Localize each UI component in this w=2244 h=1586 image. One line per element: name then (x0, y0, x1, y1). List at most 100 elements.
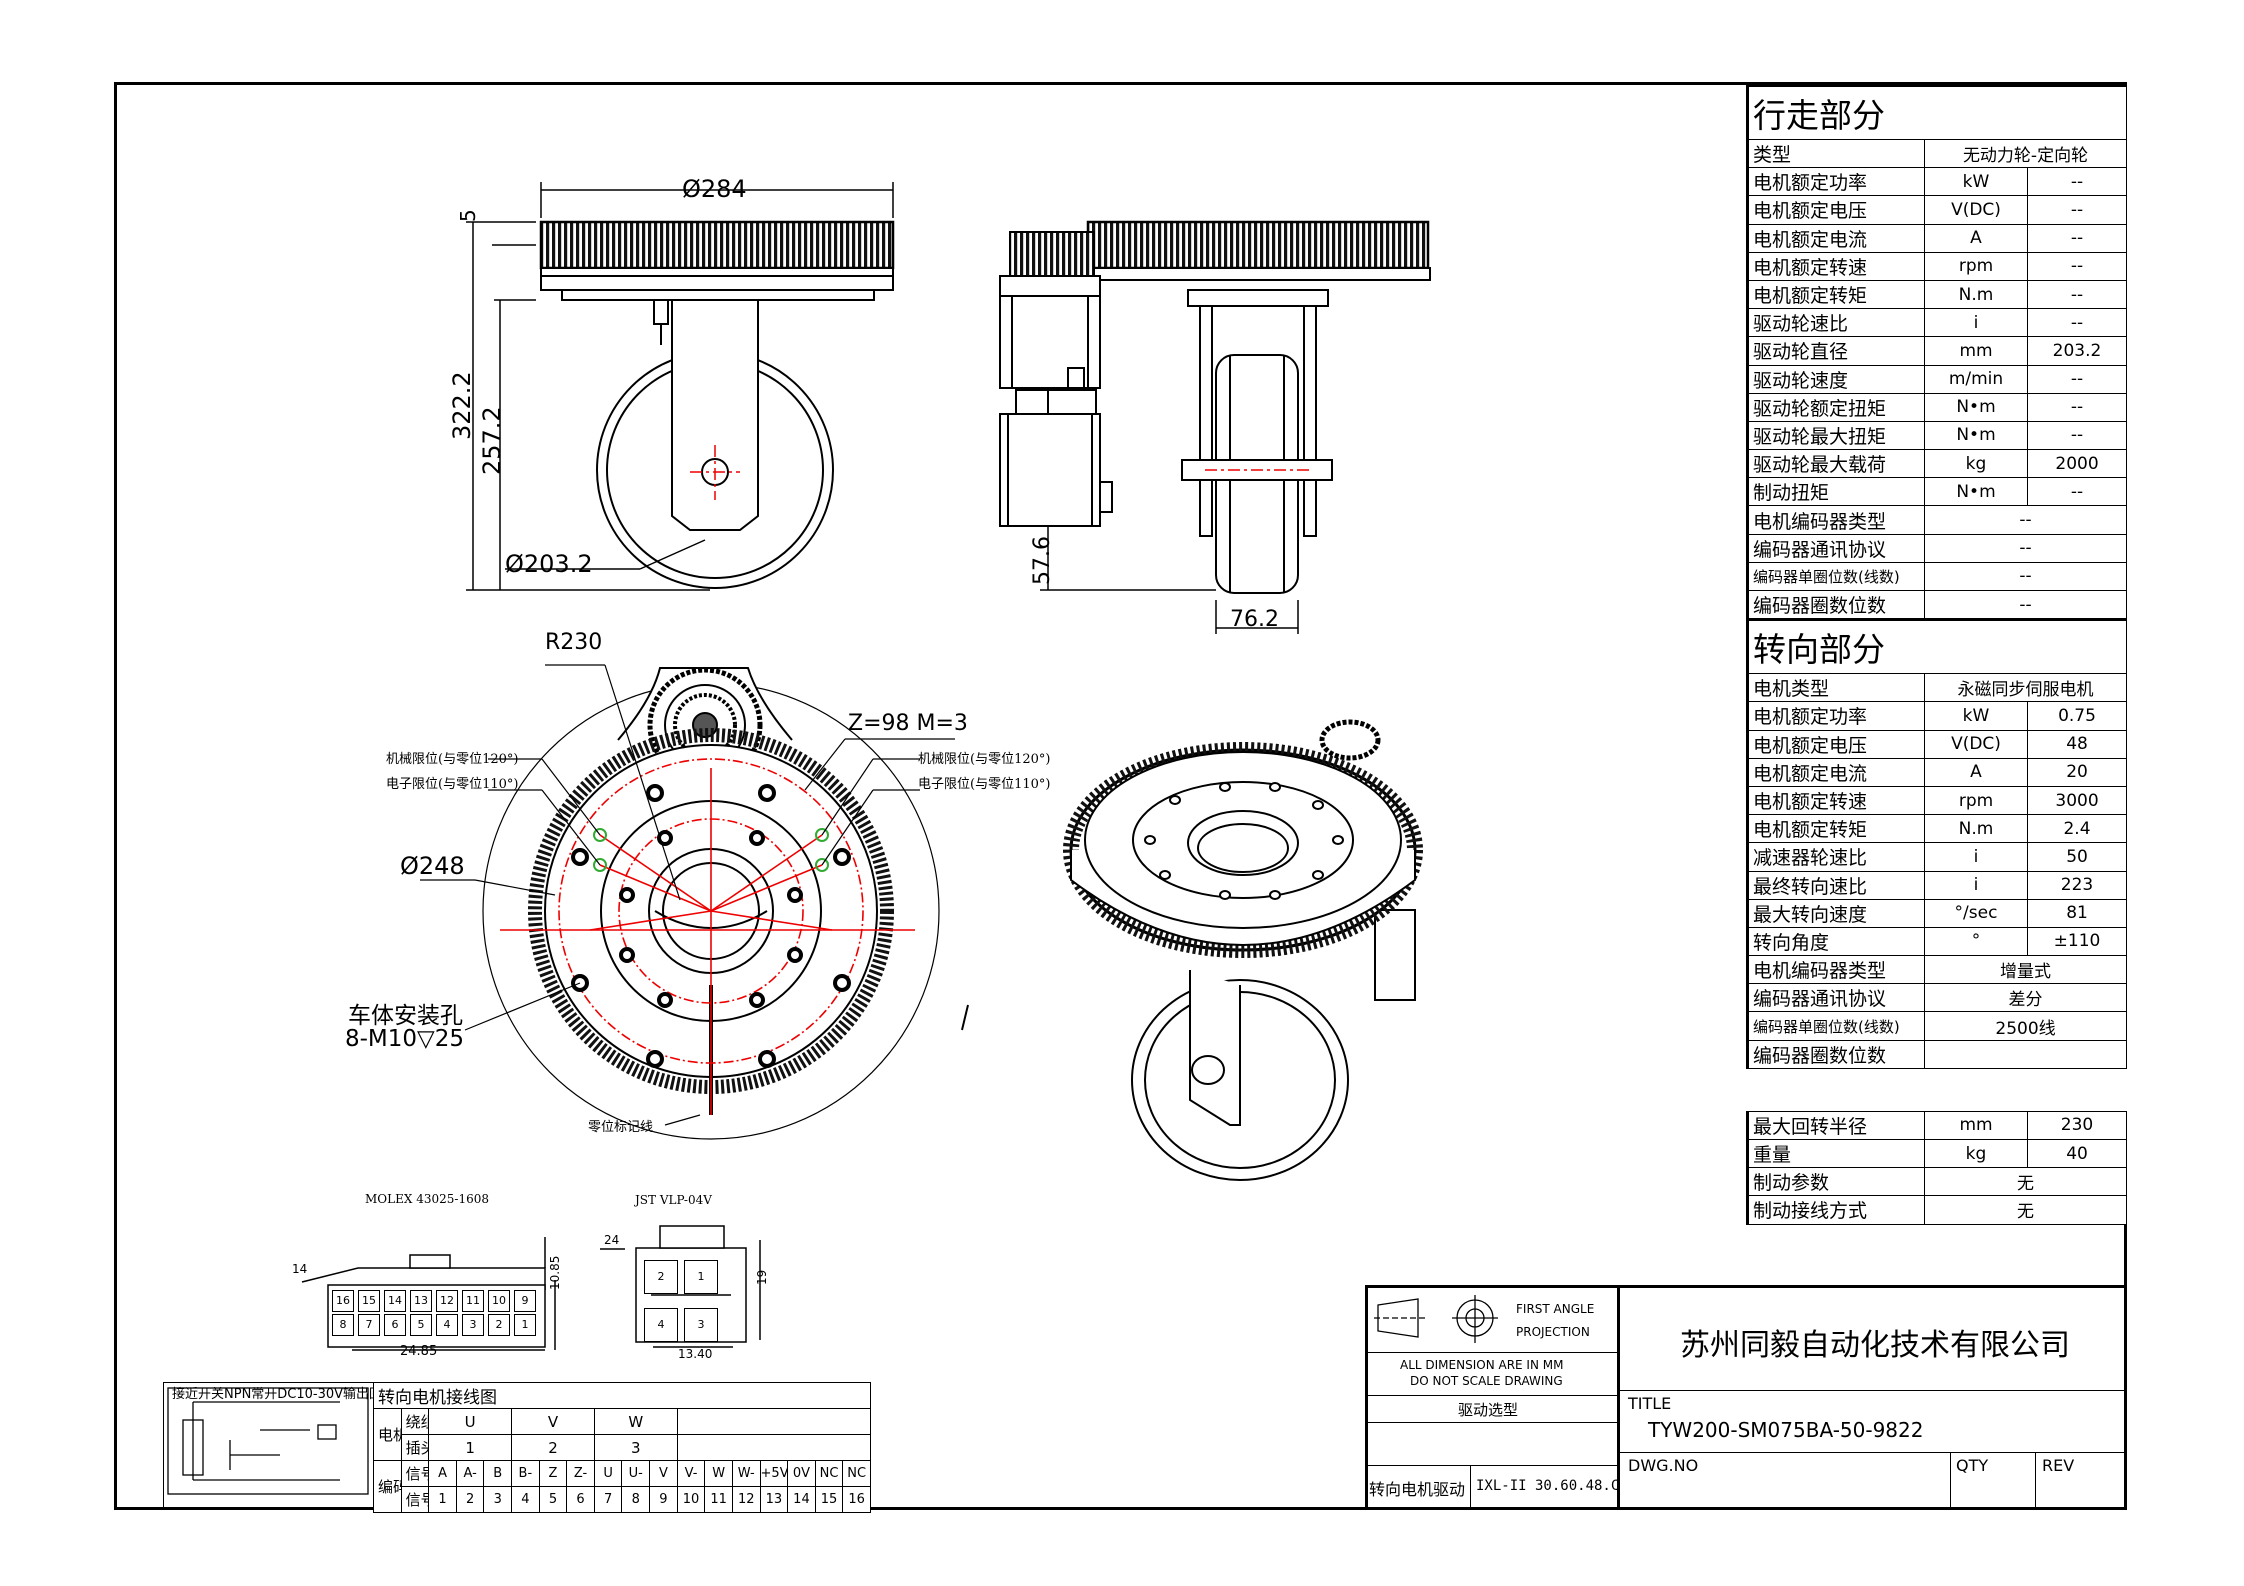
plug-row: 插头编号123 (374, 1434, 872, 1461)
winding-V: V (511, 1408, 595, 1435)
travel-label: 电机额定电流 (1746, 223, 1925, 253)
dim-5: 5 (456, 209, 480, 222)
dwg-label: DWG.NO (1628, 1456, 1699, 1475)
steer-unit: ° (1924, 926, 2028, 957)
steer-value (1923, 1039, 2128, 1069)
travel-value: -- (1923, 589, 2128, 621)
molex-pin: 4 (436, 1314, 458, 1336)
title-label: TITLE (1628, 1394, 1672, 1413)
title-left-panel (1365, 1285, 1620, 1510)
steer-value: 223 (2026, 870, 2128, 900)
steer-value: 48 (2026, 729, 2128, 759)
travel-label: 编码器圈数位数 (1746, 589, 1925, 621)
jst-pin: 4 (644, 1308, 678, 1342)
travel-label: 编码器单圈位数(线数) (1746, 561, 1925, 592)
steer-section: 转向部分 (1745, 618, 2128, 675)
dim-diameter-284: Ø284 (682, 175, 747, 203)
steer-unit: A (1924, 757, 2028, 787)
travel-label: 驱动轮速比 (1746, 308, 1925, 338)
steer-row: 编码器圈数位数 (1746, 1039, 2128, 1069)
signal-pin: Z (538, 1460, 568, 1487)
signal-def-label: 信号公针定义 (400, 1460, 430, 1487)
projection-line2: PROJECTION (1516, 1325, 1590, 1339)
steer-section-title: 转向部分 (1745, 618, 2128, 675)
order-pin: 13 (759, 1486, 789, 1513)
jst-title: JST VLP-04V (635, 1193, 712, 1207)
isometric-view (1063, 719, 1423, 1181)
misc-label: 最大回转半径 (1746, 1110, 1925, 1141)
steer-unit: N.m (1924, 814, 2028, 844)
steer-label: 电机类型 (1746, 673, 1925, 703)
winding-W: W (593, 1408, 678, 1435)
misc-row: 制动接线方式无 (1746, 1195, 2128, 1225)
travel-unit: A (1924, 223, 2028, 253)
signal-pin: W (704, 1460, 733, 1487)
drive-value: IXL-II 30.60.48.C (1476, 1478, 1620, 1494)
travel-label: 驱动轮最大扭矩 (1746, 420, 1925, 451)
steer-label: 电机编码器类型 (1746, 955, 1925, 985)
mech-limit-left: 机械限位(与零位120°) (386, 752, 519, 767)
molex-pin: 11 (462, 1290, 484, 1312)
order-pin: 14 (787, 1486, 816, 1513)
molex-pin: 16 (332, 1290, 354, 1312)
motor-body (999, 413, 1101, 527)
order-pin: 10 (676, 1486, 706, 1513)
travel-label: 类型 (1746, 138, 1925, 169)
travel-label: 驱动轮额定扭矩 (1746, 392, 1925, 422)
travel-value: -- (1923, 561, 2128, 592)
steer-value: 0.75 (2026, 701, 2128, 731)
order-pin: 9 (649, 1486, 678, 1513)
steer-value: 3000 (2026, 785, 2128, 816)
signal-pin: U (593, 1460, 623, 1487)
travel-row: 编码器单圈位数(线数)-- (1746, 561, 2128, 592)
dim-diameter-248: Ø248 (400, 852, 465, 880)
molex-pin: 5 (410, 1314, 432, 1336)
steer-label: 电机额定电流 (1746, 757, 1925, 787)
steer-value: 50 (2026, 842, 2128, 872)
sensor-circuit (167, 1387, 369, 1495)
order-pin: 11 (704, 1486, 733, 1513)
travel-value: -- (2026, 477, 2128, 507)
dim-57-6: 57.6 (1030, 536, 1055, 585)
elec-limit-right: 电子限位(与零位110°) (918, 777, 1051, 792)
misc-value: 无 (1923, 1195, 2128, 1225)
steer-unit: °/sec (1924, 898, 2028, 928)
molex-width: 24.85 (400, 1344, 438, 1359)
steer-label: 编码器圈数位数 (1746, 1039, 1925, 1069)
steer-label: 减速器轮速比 (1746, 842, 1925, 872)
mech-limit-right: 机械限位(与零位120°) (918, 752, 1051, 767)
wiring-title: 转向电机接线图 (373, 1382, 871, 1409)
steer-value: 永磁同步伺服电机 (1923, 673, 2128, 703)
jst-pin: 2 (644, 1260, 678, 1294)
molex-pin: 14 (384, 1290, 406, 1312)
side-view (999, 220, 1431, 634)
travel-value: -- (2026, 364, 2128, 394)
dim-322-2: 322.2 (448, 371, 476, 440)
travel-value: -- (2026, 195, 2128, 225)
front-view (466, 182, 895, 591)
travel-label: 驱动轮速度 (1746, 364, 1925, 394)
travel-value: 2000 (2026, 449, 2128, 479)
projection-line1: FIRST ANGLE (1516, 1302, 1595, 1316)
steer-unit: V(DC) (1924, 729, 2028, 759)
travel-unit: rpm (1924, 251, 2028, 281)
steer-label: 最终转向速比 (1746, 870, 1925, 900)
winding-row: 电机绕组插座绕组引线UVW (373, 1408, 872, 1461)
qty-label: QTY (1956, 1456, 1989, 1475)
order-pin: 5 (538, 1486, 568, 1513)
top-view (420, 664, 955, 1140)
molex-title: MOLEX 43025-1608 (365, 1192, 489, 1206)
signal-pin: B (483, 1460, 513, 1487)
dim-257-2: 257.2 (478, 406, 506, 475)
travel-value: 203.2 (2026, 336, 2128, 366)
steer-label: 编码器通讯协议 (1746, 983, 1925, 1013)
